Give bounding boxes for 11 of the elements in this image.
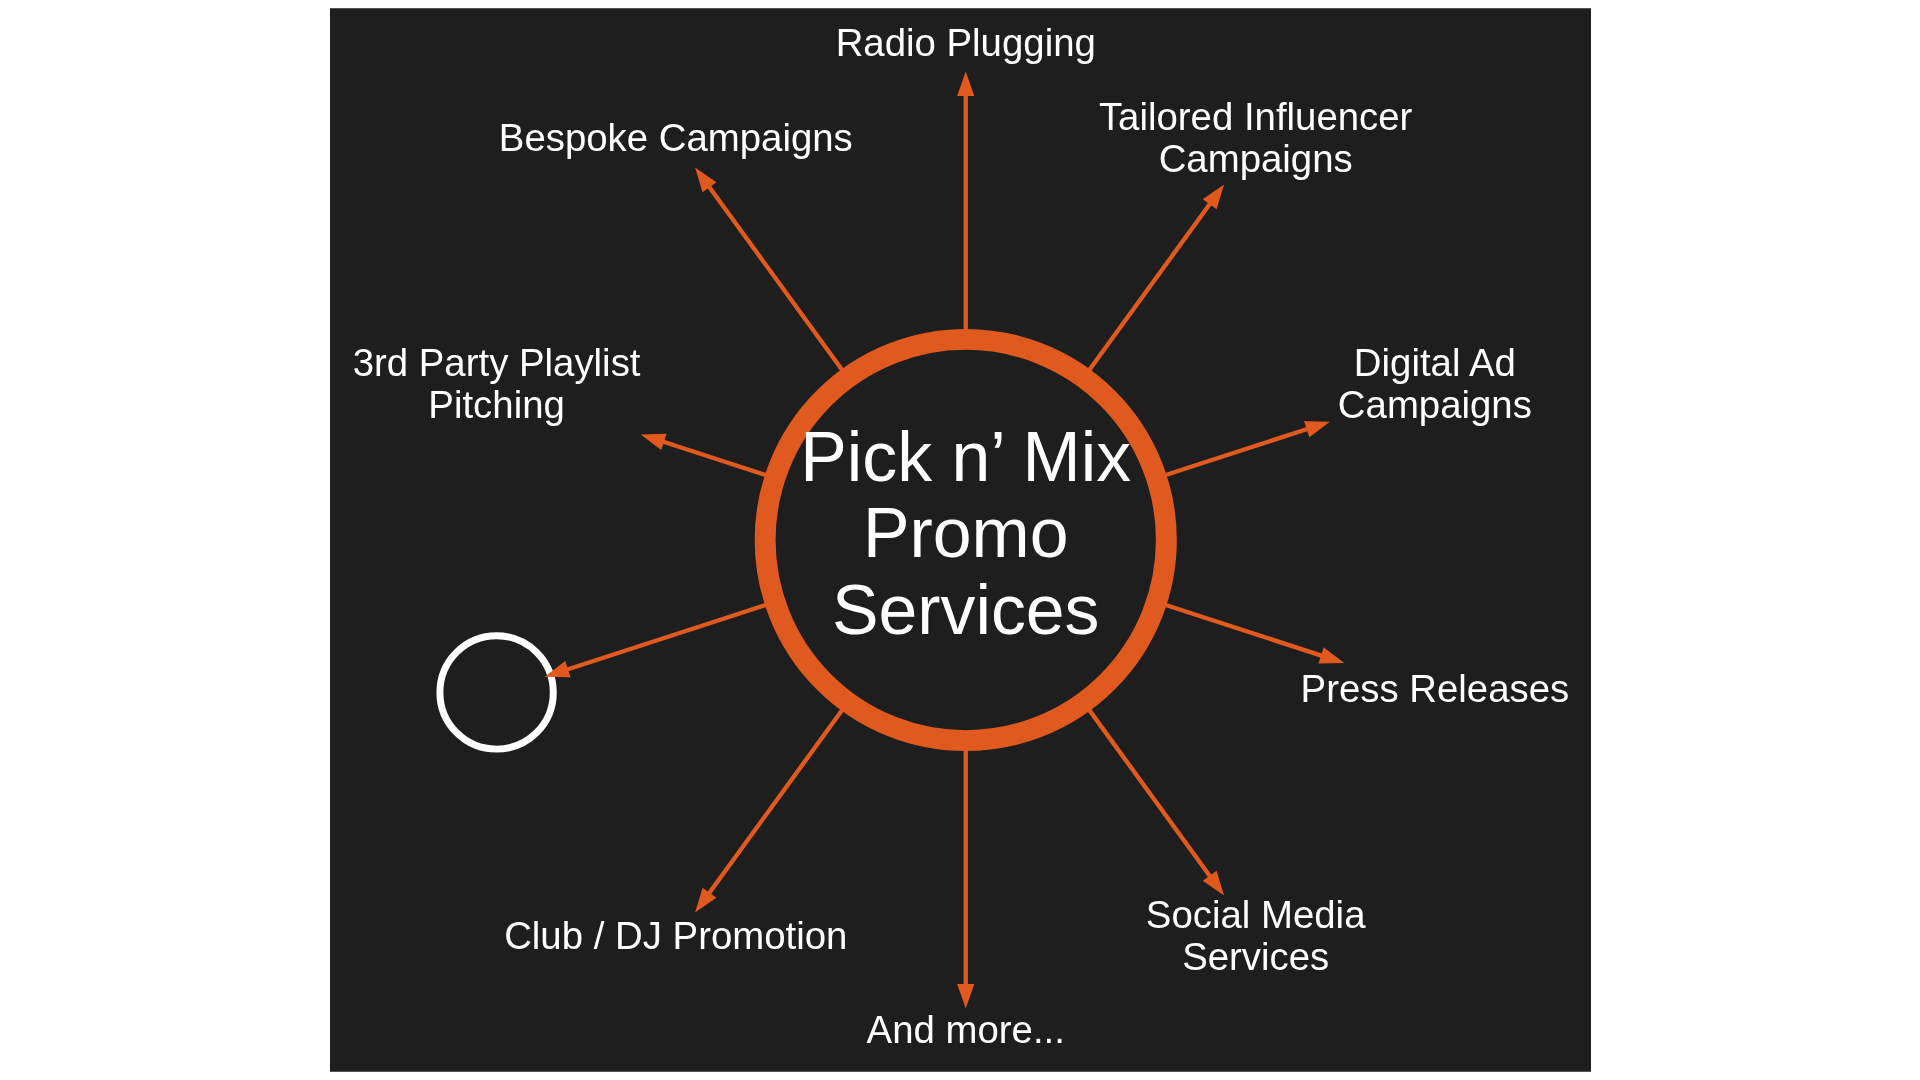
node-circle: Pick n’ Mix Promo Services [754, 328, 1177, 752]
node-text: And more... [866, 1008, 1065, 1052]
node-text: Digital Ad Campaigns [1337, 341, 1532, 427]
node-text: Club / DJ Promotion [503, 913, 847, 957]
node-text: 3rd Party Playlist Pitching [352, 341, 640, 427]
node-text: Social Media Services [1145, 892, 1365, 978]
node-text: Radio Plugging [835, 21, 1096, 65]
node-text: Tailored Influencer Campaigns [1098, 94, 1412, 180]
node-text: Press Releases [1300, 667, 1569, 711]
node-text: Bespoke Campaigns [498, 115, 853, 159]
node-circle [435, 632, 557, 753]
